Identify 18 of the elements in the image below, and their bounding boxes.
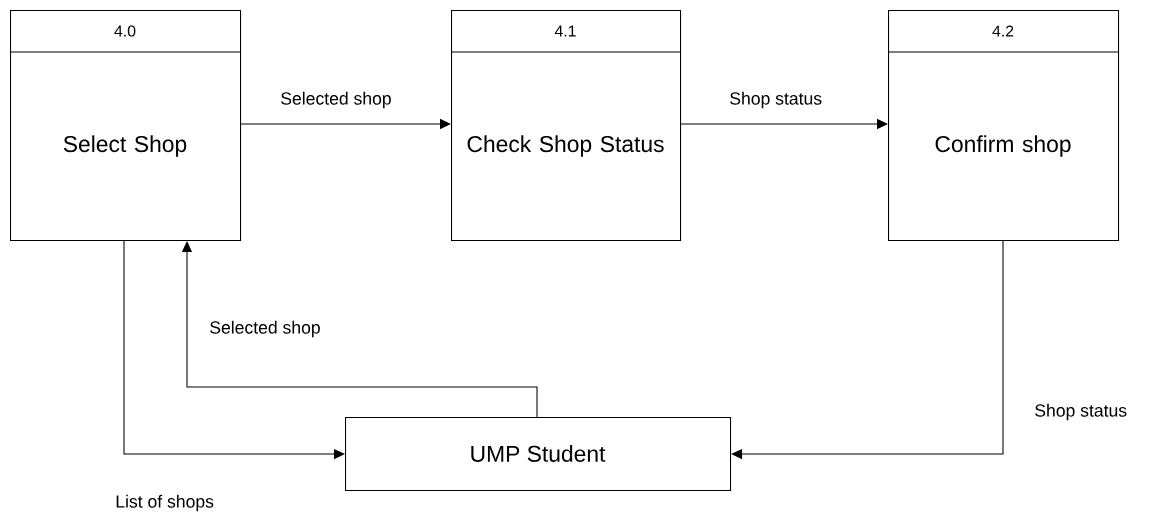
arrow [731, 240, 1004, 460]
entity-box [345, 417, 732, 492]
entity-name: UMP Student [471, 445, 606, 462]
edge-label: List of shops [113, 493, 216, 513]
process-box [887, 10, 1120, 242]
arrow [181, 241, 538, 418]
process-box [450, 10, 682, 242]
edge-label: Shop status [727, 90, 824, 110]
process-name: Select Shop [63, 135, 187, 157]
process-box [9, 10, 242, 242]
process-number: 4.0 [114, 25, 136, 37]
edge-label: Selected shop [278, 90, 394, 110]
process-name: Confirm shop [935, 135, 1071, 157]
edge-label: Selected shop [207, 319, 323, 339]
edge-label: Shop status [1032, 402, 1129, 422]
process-number: 4.1 [554, 25, 576, 37]
process-name: Check Shop Status [467, 135, 664, 157]
process-number: 4.2 [992, 25, 1014, 37]
